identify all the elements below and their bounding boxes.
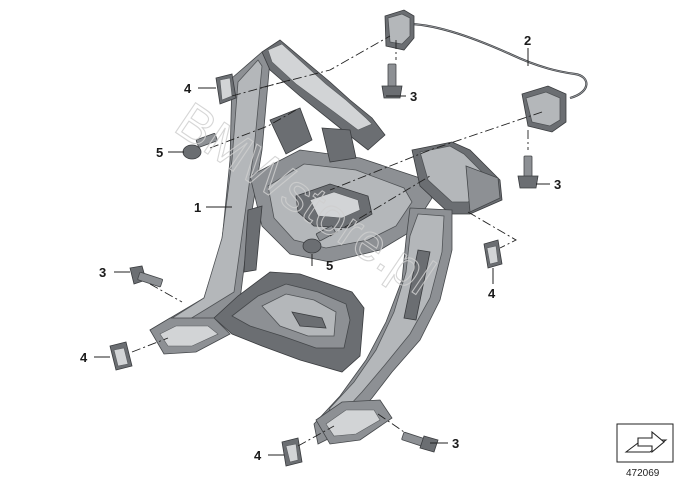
callout-5-centre: 5 <box>326 258 333 273</box>
callouts: 1 2 3 3 3 3 4 4 4 4 5 5 <box>80 33 561 463</box>
orientation-box <box>616 423 674 463</box>
callout-5-left: 5 <box>156 145 163 160</box>
callout-3-left: 3 <box>99 265 106 280</box>
collar-screw-centre <box>302 225 336 254</box>
arrow-on-surface-icon <box>624 430 668 454</box>
callout-4-upper-left: 4 <box>184 81 192 96</box>
leader-lines <box>94 48 550 456</box>
callout-4-right: 4 <box>488 286 496 301</box>
screw-right <box>517 155 539 189</box>
callout-4-bottom: 4 <box>254 448 262 463</box>
callout-4-lower-left: 4 <box>80 350 88 365</box>
clip-nut-upper-left <box>215 73 237 105</box>
clip-nut-bottom <box>281 437 303 467</box>
main-bracket <box>149 39 503 445</box>
wire-harness <box>384 9 588 133</box>
callout-1: 1 <box>194 200 201 215</box>
callout-2: 2 <box>524 33 531 48</box>
screw-bottom <box>401 431 439 453</box>
document-number: 472069 <box>626 468 660 479</box>
assembly-lines <box>131 35 543 447</box>
screw-upper <box>381 63 403 99</box>
callout-3-bottom: 3 <box>452 436 459 451</box>
clip-nut-right <box>483 239 503 269</box>
screw-left <box>129 265 163 288</box>
callout-3-right: 3 <box>554 177 561 192</box>
callout-3-upper: 3 <box>410 89 417 104</box>
clip-nut-lower-left <box>109 341 133 371</box>
